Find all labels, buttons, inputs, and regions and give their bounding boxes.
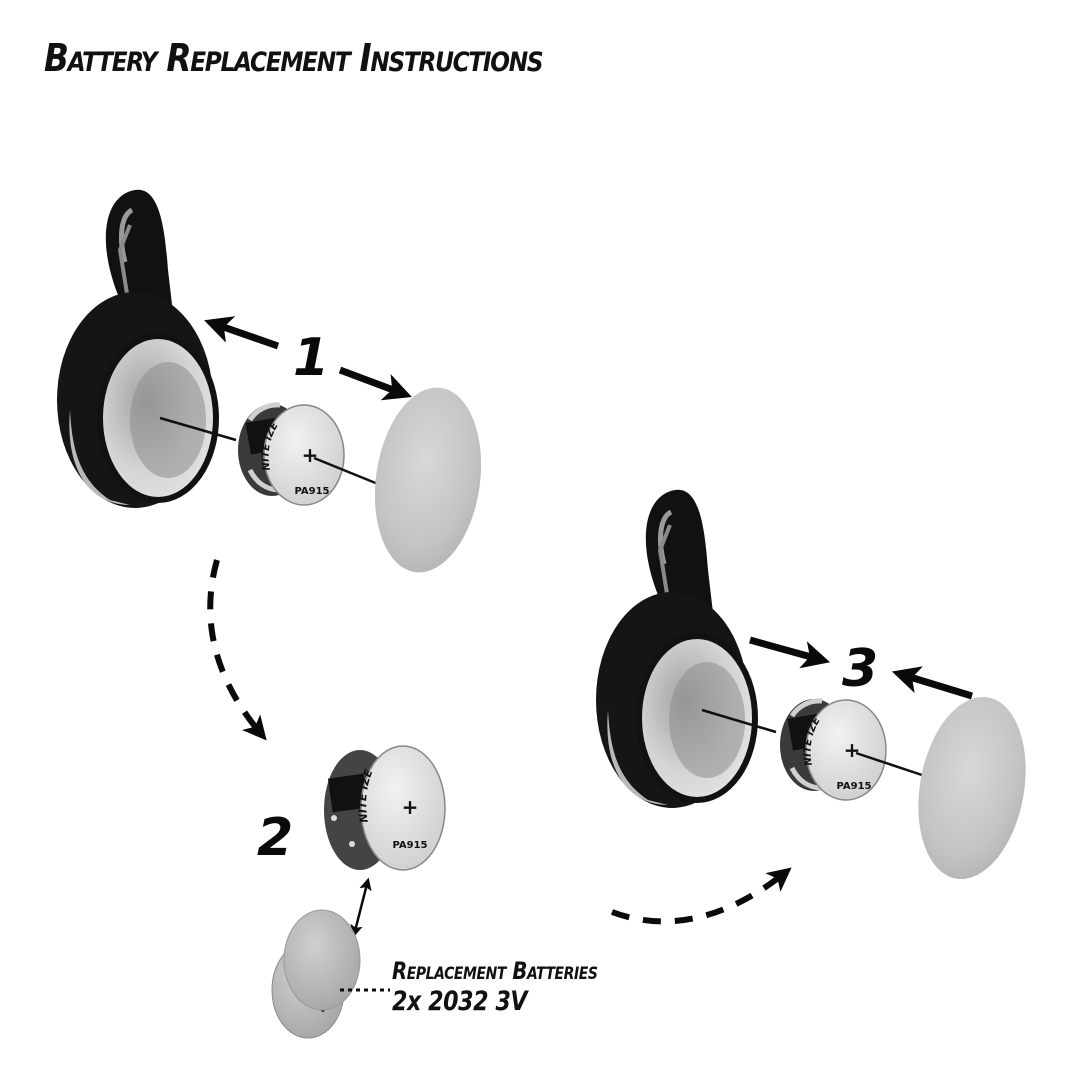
caption-line-2: 2x 2032 3V [392, 986, 528, 1017]
polarity-plus: + [844, 738, 861, 762]
light-housing-step1 [57, 189, 237, 508]
step-number-2: 2 [257, 808, 294, 868]
caption-line-1: Replacement Batteries [392, 957, 598, 985]
step-number-3: 3 [842, 639, 879, 699]
lens-cap-step1 [374, 387, 482, 573]
model-label: PA915 [294, 486, 329, 497]
battery-module-step3: NITE IZE + PA915 [780, 698, 923, 801]
arrow-in-right-step3 [891, 666, 974, 700]
dashed-arrow-to-step2 [207, 559, 267, 741]
polarity-plus: + [402, 795, 419, 819]
step-number-1: 1 [293, 328, 330, 388]
arrows-step1 [204, 316, 412, 401]
model-label: PA915 [392, 840, 427, 851]
double-arrow-swap [350, 877, 372, 938]
lens-cap-step3 [918, 696, 1026, 880]
model-label: PA915 [836, 781, 871, 792]
arrow-right-step1 [338, 366, 412, 401]
arrow-left-step1 [204, 316, 280, 350]
polarity-plus: + [302, 443, 319, 467]
arrow-in-left-step3 [749, 636, 831, 669]
coin-batteries [271, 909, 361, 1039]
arrows-step3 [749, 636, 974, 700]
dashed-arrow-to-step3 [610, 867, 792, 925]
light-housing-step3 [596, 489, 777, 808]
replacement-batteries-caption: Replacement Batteries 2x 2032 3V [392, 956, 598, 1018]
battery-module-step2: NITE IZE + PA915 [324, 745, 446, 871]
page-title: Battery Replacement Instructions [44, 36, 544, 80]
battery-module-step1: NITE IZE + PA915 [238, 402, 379, 506]
